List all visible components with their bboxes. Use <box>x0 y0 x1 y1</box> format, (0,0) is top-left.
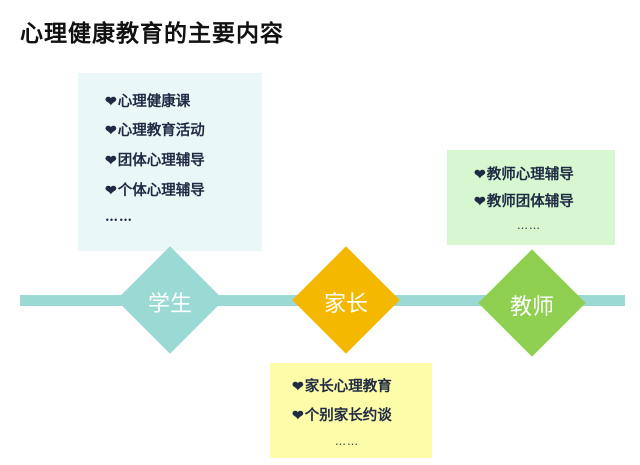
heart-icon: ❤ <box>105 123 117 139</box>
teacher-content-box: ❤教师心理辅导 ❤教师团体辅导 …… <box>447 150 615 245</box>
parent-ellipsis: …… <box>335 435 359 448</box>
heart-icon: ❤ <box>474 167 486 183</box>
heart-icon: ❤ <box>105 183 117 199</box>
student-item: ❤心理健康课 <box>105 93 191 110</box>
page-title: 心理健康教育的主要内容 <box>20 21 284 47</box>
teacher-label: 教师 <box>509 295 554 320</box>
heart-icon: ❤ <box>474 194 486 210</box>
heart-icon: ❤ <box>292 379 304 395</box>
teacher-item: ❤教师团体辅导 <box>474 193 574 210</box>
student-ellipsis: …… <box>105 210 133 225</box>
heart-icon: ❤ <box>105 94 117 110</box>
parent-label: 家长 <box>323 292 368 317</box>
parent-item: ❤家长心理教育 <box>292 378 392 395</box>
student-item: ❤心理教育活动 <box>105 122 205 139</box>
teacher-item: ❤教师心理辅导 <box>474 166 574 183</box>
student-item: ❤个体心理辅导 <box>105 182 205 199</box>
student-item: ❤团体心理辅导 <box>105 152 205 169</box>
parent-content-box: ❤家长心理教育 ❤个别家长约谈 …… <box>270 363 432 458</box>
student-content-box: ❤心理健康课 ❤心理教育活动 ❤团体心理辅导 ❤个体心理辅导 …… <box>78 73 262 251</box>
heart-icon: ❤ <box>292 408 304 424</box>
heart-icon: ❤ <box>105 153 117 169</box>
parent-item: ❤个别家长约谈 <box>292 407 392 424</box>
teacher-ellipsis: …… <box>517 219 541 232</box>
student-label: 学生 <box>147 292 192 317</box>
